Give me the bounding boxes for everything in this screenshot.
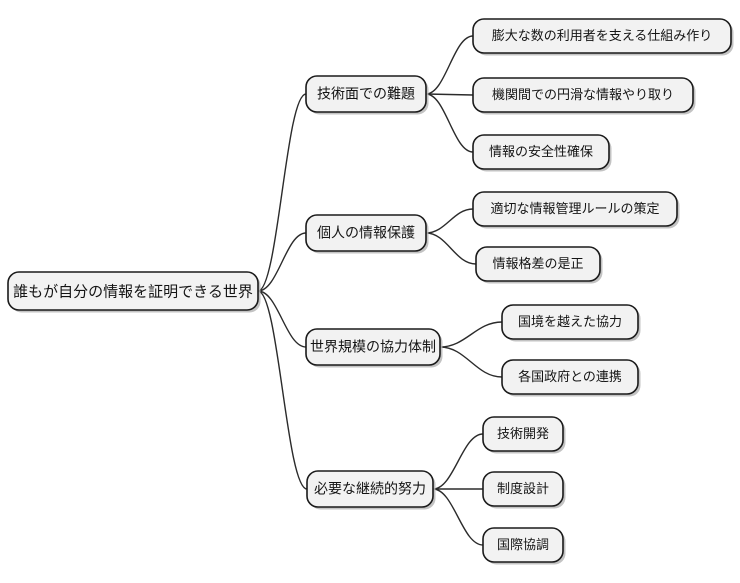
leaf-node-2-1[interactable]: 適切な情報管理ルールの策定 [472,191,680,229]
node-box[interactable] [305,328,441,366]
nodes-layer: 誰もが自分の情報を証明できる世界 技術面での難題 膨大な数の利用者を支える仕組み作り… [7,18,734,565]
edge-root-to-branch-1 [257,93,307,292]
edge-branch-2-to-leaf-2-2 [425,232,477,265]
node-label: 適切な情報管理ルールの策定 [490,201,659,217]
branch-node-3[interactable]: 世界規模の協力体制 [305,328,443,368]
branch-node-2[interactable]: 個人の情報保護 [305,214,429,254]
leaf-node-2-2[interactable]: 情報格差の是正 [475,246,603,284]
branch-node-4[interactable]: 必要な継続的努力 [306,470,436,510]
node-box[interactable] [482,471,564,507]
node-label: 世界規模の協力体制 [310,340,436,356]
node-label: 個人の情報保護 [317,226,415,242]
edge-branch-4-to-leaf-4-3 [432,488,484,546]
node-label: 技術面での難題 [317,87,415,103]
edge-root-to-branch-4 [257,290,308,490]
node-label: 情報格差の是正 [492,256,583,272]
edge-branch-1-to-leaf-1-3 [425,93,474,153]
leaf-node-4-2[interactable]: 制度設計 [482,471,566,509]
node-box[interactable] [472,18,732,54]
leaf-node-1-2[interactable]: 機関間での円滑な情報やり取り [472,77,696,115]
node-box[interactable] [305,214,427,252]
node-box[interactable] [475,246,601,282]
edge-root-to-branch-2 [257,232,307,292]
edge-branch-1-to-leaf-1-2 [425,93,474,96]
node-label: 国際協調 [497,538,549,553]
root-node[interactable]: 誰もが自分の情報を証明できる世界 [7,271,261,313]
node-label: 各国政府との連携 [518,369,622,385]
node-label: 国境を越えた協力 [518,315,622,330]
node-box[interactable] [472,191,678,227]
node-box[interactable] [482,527,564,563]
edge-branch-2-to-leaf-2-1 [425,208,474,234]
leaf-node-1-1[interactable]: 膨大な数の利用者を支える仕組み作り [472,18,734,56]
node-label: 制度設計 [497,481,549,497]
edge-branch-4-to-leaf-4-1 [432,433,484,490]
node-box[interactable] [306,470,434,508]
node-label: 必要な継続的努力 [314,481,426,498]
leaf-node-3-2[interactable]: 各国政府との連携 [501,359,641,397]
node-box[interactable] [472,134,610,170]
leaf-node-4-1[interactable]: 技術開発 [482,416,566,454]
node-label: 誰もが自分の情報を証明できる世界 [13,283,253,301]
node-label: 技術開発 [497,427,549,442]
node-box[interactable] [501,359,639,395]
edge-branch-3-to-leaf-3-1 [439,321,503,348]
node-box[interactable] [305,75,427,113]
branch-node-1[interactable]: 技術面での難題 [305,75,429,115]
node-box[interactable] [501,304,639,340]
edge-branch-3-to-leaf-3-2 [439,346,503,378]
node-box[interactable] [482,416,564,452]
leaf-node-3-1[interactable]: 国境を越えた協力 [501,304,641,342]
edges-layer [257,35,503,546]
node-label: 情報の安全性確保 [489,144,593,160]
edge-branch-1-to-leaf-1-1 [425,35,474,95]
leaf-node-4-3[interactable]: 国際協調 [482,527,566,565]
leaf-node-1-3[interactable]: 情報の安全性確保 [472,134,612,172]
node-box[interactable] [472,77,694,113]
node-label: 膨大な数の利用者を支える仕組み作り [492,29,713,44]
node-box[interactable] [7,271,259,311]
node-label: 機関間での円滑な情報やり取り [492,88,674,103]
edge-root-to-branch-3 [257,290,307,348]
